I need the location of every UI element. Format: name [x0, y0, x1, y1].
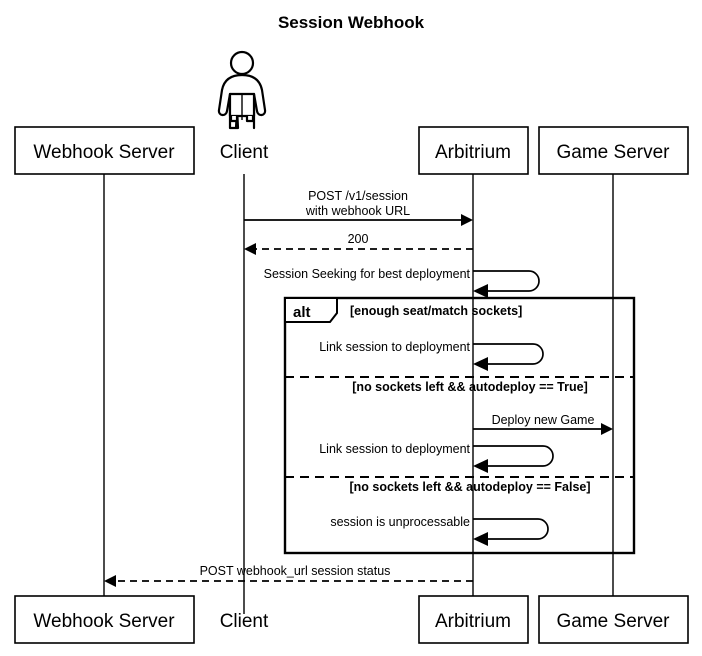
- message-label-post-webhook-status: POST webhook_url session status: [200, 564, 391, 578]
- participant-label-arbitrium-bottom: Arbitrium: [435, 611, 511, 632]
- participant-label-game-server-bottom: Game Server: [557, 611, 671, 632]
- message-deploy-new-game: Deploy new Game: [473, 413, 613, 435]
- alt-fragment-condition-3: [no sockets left && autodeploy == False]: [349, 480, 590, 494]
- message-label-post-session-line2: with webhook URL: [305, 204, 410, 218]
- message-label-link-session-1: Link session to deployment: [319, 340, 470, 354]
- page-title: Session Webhook: [278, 13, 425, 32]
- participant-label-client-bottom: Client: [220, 611, 269, 632]
- message-label-link-session-2: Link session to deployment: [319, 442, 470, 456]
- participant-box-arbitrium-top[interactable]: [418, 126, 529, 175]
- message-link-session-2: Link session to deployment: [319, 442, 554, 473]
- message-label-deploy-new-game: Deploy new Game: [492, 413, 595, 427]
- participant-label-client-top: Client: [220, 142, 269, 163]
- alt-fragment: alt [enough seat/match sockets] [no sock…: [283, 296, 636, 555]
- message-label-post-session-line1: POST /v1/session: [308, 189, 408, 203]
- alt-fragment-operator-label: alt: [293, 304, 311, 321]
- message-label-session-unprocessable: session is unprocessable: [330, 515, 470, 529]
- message-200-response: 200: [244, 232, 473, 255]
- participant-label-webhook-server-bottom: Webhook Server: [33, 611, 175, 632]
- participant-label-game-server-top: Game Server: [557, 142, 671, 163]
- message-label-200: 200: [348, 232, 369, 246]
- message-post-webhook-status: POST webhook_url session status: [104, 564, 473, 587]
- alt-fragment-condition-2: [no sockets left && autodeploy == True]: [352, 380, 587, 394]
- participant-box-game-server-bottom[interactable]: [538, 595, 689, 644]
- participant-label-webhook-server-top: Webhook Server: [33, 142, 175, 163]
- participant-box-webhook-server-bottom[interactable]: [14, 595, 195, 644]
- message-label-session-seeking: Session Seeking for best deployment: [264, 267, 471, 281]
- alt-fragment-condition-1: [enough seat/match sockets]: [350, 304, 522, 318]
- participant-label-arbitrium-top: Arbitrium: [435, 142, 511, 163]
- message-session-seeking: Session Seeking for best deployment: [264, 267, 540, 298]
- alt-fragment-border: [283, 296, 636, 555]
- participant-box-arbitrium-bottom[interactable]: [418, 595, 529, 644]
- actor-client-figure: [217, 50, 267, 130]
- message-session-unprocessable: session is unprocessable: [330, 515, 549, 546]
- message-post-session: POST /v1/session with webhook URL: [244, 189, 473, 226]
- alt-fragment-operator-tab: [284, 297, 338, 323]
- message-link-session-1: Link session to deployment: [319, 340, 544, 371]
